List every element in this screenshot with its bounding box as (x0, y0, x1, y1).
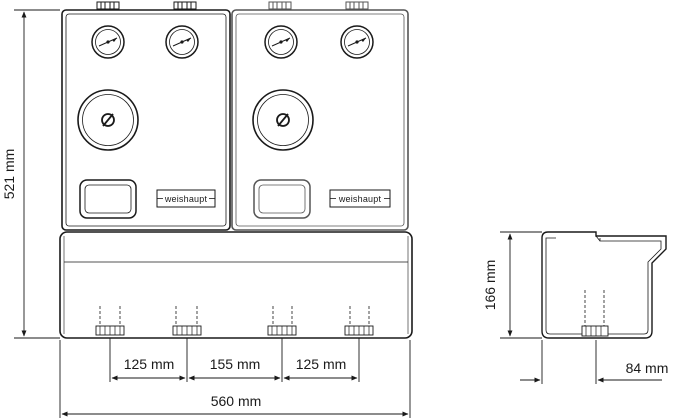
brand-label: weishaupt (164, 194, 208, 204)
dimension-depth-side (520, 340, 662, 384)
station-unit-left: weishaupt (61, 9, 231, 231)
side-view (541, 231, 667, 339)
dimension-width-total (59, 340, 411, 418)
front-view: weishaupt (59, 1, 413, 339)
valve-dial-icon (77, 89, 139, 151)
display-window (79, 179, 137, 219)
pressure-gauge-icon (91, 25, 125, 59)
pressure-gauge-icon (264, 25, 298, 59)
connection-fitting (267, 306, 297, 336)
connection-fitting (95, 306, 125, 336)
valve-dial-icon (252, 89, 314, 151)
side-profile-outer (541, 231, 667, 339)
pipe-fitting (173, 1, 197, 10)
pressure-gauge-icon (165, 25, 199, 59)
dimension-label-depth: 84 mm (626, 360, 669, 376)
dimension-height-total (14, 9, 60, 339)
brand-label: weishaupt (338, 194, 382, 204)
station-unit-right: weishaupt (231, 9, 409, 231)
connection-fitting (581, 290, 609, 337)
pressure-gauge-icon (340, 25, 374, 59)
brand-plate: weishaupt (156, 189, 216, 208)
dimension-label-width: 560 mm (211, 393, 262, 409)
dimension-spacing (109, 338, 360, 382)
side-profile-inner (545, 237, 662, 335)
dimension-label-side-height: 166 mm (482, 260, 498, 311)
connection-fitting (344, 306, 374, 336)
connection-fitting (172, 306, 202, 336)
pipe-fitting (268, 1, 292, 10)
dimension-label-spacing-3: 125 mm (296, 356, 347, 372)
pipe-fitting (96, 1, 120, 10)
dimension-label-spacing-2: 155 mm (210, 356, 261, 372)
dimension-height-side (500, 231, 542, 339)
pipe-fitting (345, 1, 369, 10)
dimension-label-spacing-1: 125 mm (124, 356, 175, 372)
dimension-label-height: 521 mm (1, 149, 17, 200)
display-window (253, 179, 311, 219)
brand-plate: weishaupt (329, 189, 391, 208)
base-manifold (59, 231, 413, 339)
